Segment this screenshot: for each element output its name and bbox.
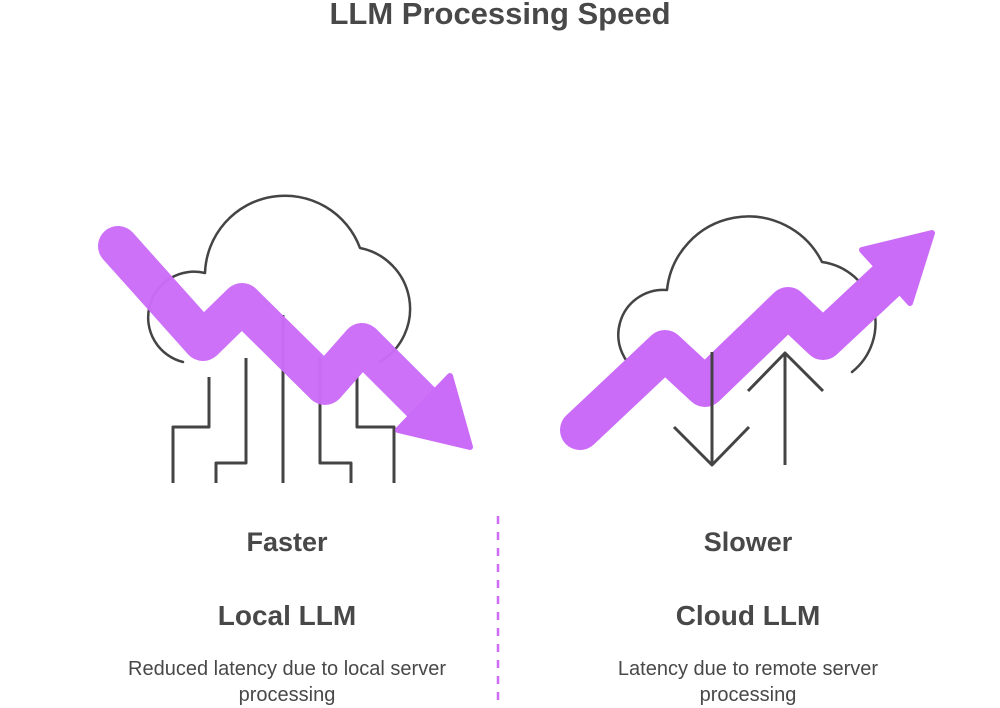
- upload-arrow-icon: [746, 351, 825, 465]
- up-trend-arrowhead: [859, 230, 935, 306]
- cloud-circuit-down-trend-icon: [98, 194, 473, 483]
- left-name: Local LLM: [217, 600, 357, 631]
- right-speed-label: Slower: [703, 527, 793, 557]
- down-trend-arrow-line: [98, 226, 445, 426]
- up-trend-arrow-line: [560, 262, 905, 450]
- download-arrow-icon: [672, 352, 751, 467]
- left-speed-label: Faster: [246, 527, 328, 557]
- right-description: Latency due to remote server processing: [617, 658, 879, 706]
- left-description: Reduced latency due to local server proc…: [128, 658, 446, 706]
- cloud-transfer-up-trend-icon: [560, 215, 935, 467]
- right-name: Cloud LLM: [675, 600, 821, 631]
- diagram-title: LLM Processing Speed: [329, 0, 671, 31]
- down-trend-arrowhead: [395, 373, 473, 450]
